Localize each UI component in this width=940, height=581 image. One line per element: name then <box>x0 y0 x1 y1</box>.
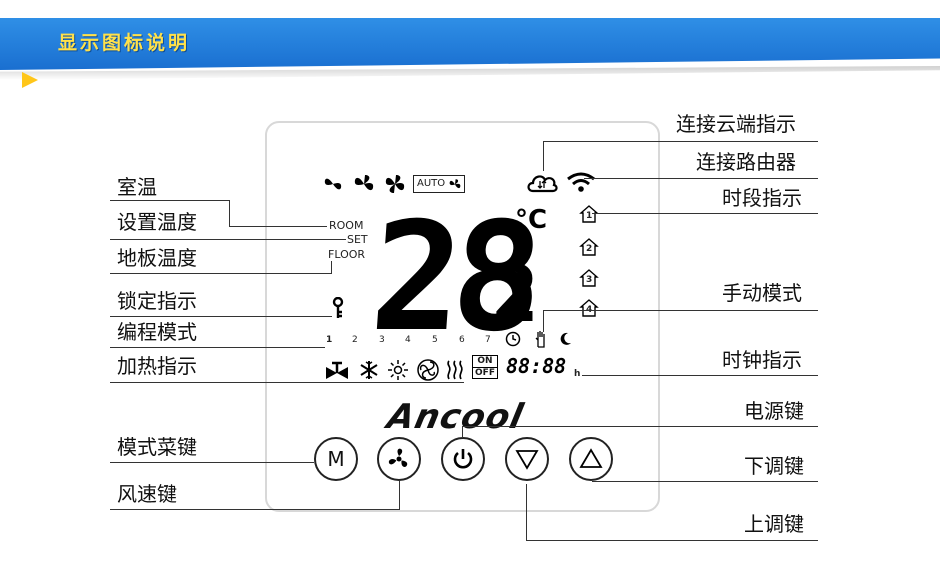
callout-manual: 手动模式 <box>722 281 802 305</box>
cloud-icon <box>527 175 558 193</box>
callout-line <box>592 481 818 482</box>
fan-icon <box>388 448 408 467</box>
callout-line <box>110 200 230 201</box>
period-1-indicator: 1 <box>579 204 599 224</box>
program-day-3: 3 <box>379 335 385 345</box>
triangle-down-icon <box>515 450 539 470</box>
auto-fan-icon <box>449 179 461 189</box>
callout-line <box>110 316 332 317</box>
temperature-decimal: 2 <box>492 250 539 340</box>
callout-floor-temp: 地板温度 <box>117 246 197 270</box>
callout-mode-key: 模式菜键 <box>117 435 197 459</box>
up-button[interactable] <box>569 437 613 481</box>
callout-line <box>543 141 544 171</box>
lock-key-icon <box>332 297 344 318</box>
fan-speed-high-icon <box>385 175 405 193</box>
program-day-1: 1 <box>326 335 333 345</box>
period-number: 3 <box>586 275 593 285</box>
callout-line <box>110 273 332 274</box>
callout-line <box>526 540 818 541</box>
mode-button-label: M <box>327 447 345 471</box>
callout-cloud: 连接云端指示 <box>676 112 796 136</box>
period-2-indicator: 2 <box>579 237 599 257</box>
program-day-7: 7 <box>485 335 491 345</box>
celsius-unit: °C <box>515 205 548 235</box>
period-number: 1 <box>586 211 593 221</box>
callout-line <box>110 347 325 348</box>
clock-icon <box>505 331 521 347</box>
on-off-indicator: ON OFF <box>472 355 498 379</box>
floor-heating-icon <box>447 360 463 380</box>
callout-program: 编程模式 <box>117 320 197 344</box>
callout-lock: 锁定指示 <box>117 289 197 313</box>
house-icon <box>579 238 599 256</box>
auto-label: AUTO <box>417 178 446 189</box>
callout-line <box>462 426 463 438</box>
hand-manual-icon <box>535 331 545 348</box>
power-button[interactable] <box>441 437 485 481</box>
mode-button[interactable]: M <box>314 437 358 481</box>
period-number: 2 <box>586 244 593 254</box>
callout-line <box>584 178 818 179</box>
callout-line <box>110 462 314 463</box>
callout-up: 上调键 <box>744 512 804 536</box>
callout-line <box>110 382 464 383</box>
program-day-2: 2 <box>352 335 358 345</box>
program-day-6: 6 <box>459 335 465 345</box>
down-button[interactable] <box>505 437 549 481</box>
callout-down: 下调键 <box>744 454 804 478</box>
fan-speed-mid-icon <box>354 175 374 191</box>
floor-label: FLOOR <box>328 248 366 261</box>
callout-line <box>331 261 332 274</box>
callout-line <box>526 484 527 541</box>
callout-set-temp: 设置温度 <box>117 210 197 234</box>
callout-clock: 时钟指示 <box>722 348 802 372</box>
period-4-indicator: 4 <box>579 298 599 318</box>
callout-router: 连接路由器 <box>696 150 796 174</box>
program-day-5: 5 <box>432 335 438 345</box>
sun-icon <box>388 360 408 380</box>
fan-speed-button[interactable] <box>377 437 421 481</box>
period-3-indicator: 3 <box>579 268 599 288</box>
snowflake-icon <box>360 361 378 379</box>
decimal-point <box>466 302 478 314</box>
page-title: 显示图标说明 <box>58 32 191 54</box>
moon-icon <box>560 332 571 345</box>
house-icon <box>579 299 599 317</box>
program-day-4: 4 <box>405 335 411 345</box>
auto-fan-indicator: AUTO <box>413 175 465 193</box>
callout-line <box>543 310 818 311</box>
callout-line <box>582 375 818 376</box>
callout-heating: 加热指示 <box>117 354 197 378</box>
callout-line <box>543 141 818 142</box>
callout-line <box>399 481 400 510</box>
clock-digits: 88:88 <box>506 354 567 378</box>
callout-line <box>462 426 818 427</box>
fan-swirl-icon <box>417 359 439 381</box>
on-label: ON <box>477 356 493 366</box>
brand-logo: Ancool <box>383 397 528 437</box>
callout-fan-key: 风速键 <box>117 482 177 506</box>
fan-speed-low-icon <box>324 178 342 190</box>
callout-line <box>543 310 544 332</box>
banner-triangle-icon <box>22 72 38 88</box>
house-icon <box>579 205 599 223</box>
callout-line <box>592 213 818 214</box>
power-icon <box>453 449 473 469</box>
callout-line <box>110 509 400 510</box>
room-label: ROOM <box>329 219 364 232</box>
callout-line <box>229 226 327 227</box>
clock-unit: h <box>574 369 581 379</box>
callout-line <box>229 200 230 227</box>
callout-power: 电源键 <box>744 399 804 423</box>
set-label: SET <box>347 233 368 246</box>
triangle-up-icon <box>579 448 603 468</box>
callout-line <box>110 239 346 240</box>
wifi-icon <box>567 172 595 192</box>
callout-period: 时段指示 <box>722 186 802 210</box>
callout-room-temp: 室温 <box>117 175 157 199</box>
house-icon <box>579 269 599 287</box>
valve-icon <box>326 361 348 379</box>
off-label: OFF <box>473 367 497 379</box>
